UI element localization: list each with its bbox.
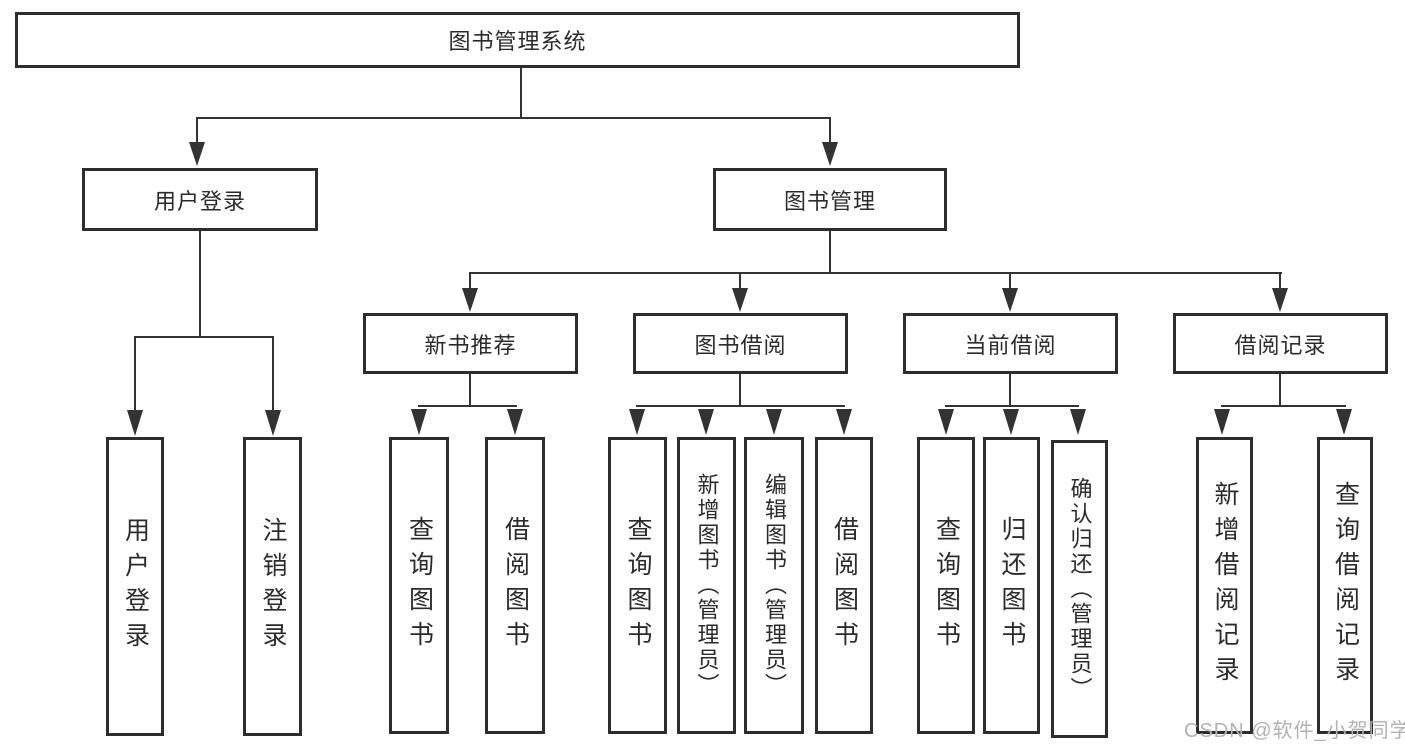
leaf-query-books-borrowing: 查询图书 (608, 437, 667, 734)
arrowhead-down (189, 142, 205, 166)
node-label: 图书管理系统 (448, 29, 587, 54)
arrowhead-down (822, 142, 838, 166)
connector-line (1279, 272, 1281, 288)
connector-line (520, 68, 522, 119)
leaf-add-book-admin: 新增图书（管理员） (677, 437, 736, 734)
node-label: 查询图书 (624, 515, 652, 656)
arrowhead-down (698, 409, 714, 435)
connector-line (469, 272, 1282, 274)
arrowhead-down (411, 409, 427, 435)
connector-line (199, 231, 201, 337)
leaf-return-books: 归还图书 (983, 437, 1040, 734)
leaf-add-borrow-record: 新增借阅记录 (1196, 437, 1253, 734)
node-label: 新增图书（管理员） (694, 473, 720, 698)
arrowhead-down (1336, 409, 1352, 435)
connector-line (134, 336, 136, 412)
node-label: 用户登录 (153, 188, 246, 214)
node-label: 借阅记录 (1234, 332, 1327, 358)
leaf-confirm-return-admin: 确认归还（管理员） (1051, 440, 1108, 738)
node-borrowing-records: 借阅记录 (1173, 313, 1388, 374)
connector-line (418, 405, 517, 407)
leaf-user-login: 用户登录 (106, 437, 164, 736)
connector-line (829, 231, 831, 274)
leaf-borrow-books-borrowing: 借阅图书 (815, 437, 873, 734)
arrowhead-down (1003, 409, 1019, 435)
leaf-query-books-current: 查询图书 (917, 437, 975, 734)
connector-line (636, 405, 845, 407)
connector-line (134, 336, 274, 338)
arrowhead-down (836, 409, 852, 435)
arrowhead-down (732, 288, 748, 312)
connector-line (739, 374, 741, 407)
arrowhead-down (507, 409, 523, 435)
arrowhead-down (629, 409, 645, 435)
leaf-borrow-books-recommend: 借阅图书 (485, 437, 545, 734)
connector-line (1279, 374, 1281, 407)
leaf-logout: 注销登录 (243, 437, 302, 736)
node-label: 当前借阅 (964, 332, 1057, 358)
node-label: 图书借阅 (694, 332, 787, 358)
node-label: 新增借阅记录 (1211, 480, 1239, 691)
node-root: 图书管理系统 (15, 12, 1020, 68)
arrowhead-down (766, 409, 782, 435)
arrowhead-down (265, 410, 281, 436)
connector-line (469, 374, 471, 407)
node-label: 归还图书 (998, 515, 1026, 656)
connector-line (1009, 374, 1011, 407)
node-current-borrowing: 当前借阅 (903, 313, 1118, 374)
watermark: CSDN @软件_小贺同学 (1184, 720, 1405, 742)
node-label: 图书管理 (783, 188, 876, 214)
node-label: 查询图书 (932, 515, 961, 656)
leaf-query-books-recommend: 查询图书 (389, 437, 449, 734)
node-label: 查询借阅记录 (1331, 480, 1360, 691)
connector-line (739, 272, 741, 288)
node-book-management: 图书管理 (713, 168, 947, 231)
connector-line (829, 117, 831, 145)
node-label: 新书推荐 (424, 332, 517, 358)
connector-line (196, 117, 831, 119)
arrowhead-down (462, 288, 478, 312)
node-label: 查询图书 (405, 515, 434, 656)
leaf-query-borrow-record: 查询借阅记录 (1317, 437, 1373, 734)
node-label: 借阅图书 (501, 515, 530, 656)
node-label: 用户登录 (121, 516, 150, 657)
arrowhead-down (127, 410, 143, 436)
node-label: 确认归还（管理员） (1067, 476, 1093, 702)
arrowhead-down (1002, 288, 1018, 312)
connector-line (469, 272, 471, 288)
node-label: 编辑图书（管理员） (762, 473, 787, 698)
connector-line (1221, 405, 1346, 407)
node-label: 注销登录 (259, 516, 287, 657)
connector-line (272, 336, 274, 412)
node-user-login: 用户登录 (82, 168, 318, 231)
node-label: 借阅图书 (830, 515, 859, 656)
arrowhead-down (938, 409, 954, 435)
node-book-borrowing: 图书借阅 (633, 313, 848, 374)
connector-line (1009, 272, 1011, 288)
arrowhead-down (1272, 288, 1288, 312)
leaf-edit-book-admin: 编辑图书（管理员） (744, 437, 804, 734)
arrowhead-down (1070, 409, 1086, 435)
node-new-book-recommendation: 新书推荐 (363, 313, 578, 374)
connector-line (945, 405, 1079, 407)
arrowhead-down (1214, 409, 1230, 435)
connector-line (196, 117, 198, 145)
